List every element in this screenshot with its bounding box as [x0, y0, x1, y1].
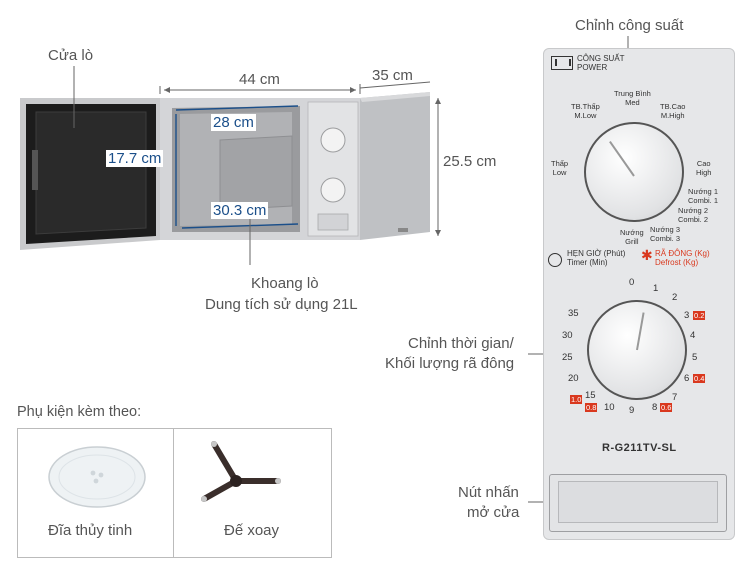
door-button-callout-line2: mở cửa	[467, 504, 520, 521]
timer-num-3: 3	[684, 310, 690, 321]
cavity-dimension-lines	[175, 105, 299, 229]
clock-icon	[548, 253, 562, 267]
defrost-header: RÃ ĐÔNG (Kg)Defrost (Kg)	[655, 249, 710, 267]
timer-callout-line2: Khối lượng rã đông	[385, 355, 515, 372]
timer-knob[interactable]	[587, 300, 687, 400]
microwave-door	[20, 98, 160, 250]
cavity-width-label: 28 cm	[211, 114, 256, 131]
cavity-depth-label: 30.3 cm	[211, 202, 269, 219]
microwave-body	[160, 92, 430, 240]
power-knob[interactable]	[584, 122, 684, 222]
timer-num-30: 30	[562, 330, 573, 341]
cavity-capacity: Dung tích sử dụng 21L	[205, 296, 358, 313]
depth-label: 35 cm	[372, 67, 413, 84]
timer-num-5: 5	[692, 352, 698, 363]
timer-num-20: 20	[568, 373, 579, 384]
timer-num-9: 9	[629, 405, 635, 416]
timer-num-4: 4	[690, 330, 696, 341]
defrost-badge-08: 0.8	[585, 403, 598, 412]
cavity-height-label: 17.7 cm	[106, 150, 164, 167]
timer-num-25: 25	[562, 352, 573, 363]
accessory-card-plate: Đĩa thủy tinh	[17, 428, 175, 558]
snowflake-icon: ✱	[641, 247, 653, 263]
accessories-title: Phụ kiện kèm theo:	[17, 404, 142, 420]
door-open-button[interactable]	[549, 474, 727, 532]
glass-plate-icon	[48, 446, 146, 508]
power-header-vi: CÔNG SUẤT	[577, 54, 625, 63]
timer-num-35: 35	[568, 308, 579, 319]
timer-header: HẸN GIỜ (Phút)Timer (Min)	[567, 249, 626, 267]
power-header-en: POWER	[577, 63, 608, 72]
timer-num-8: 8	[652, 402, 658, 413]
dimension-arrows	[164, 87, 441, 236]
defrost-badge-04: 0.4	[693, 374, 706, 383]
timer-callout-line1: Chỉnh thời gian/	[408, 335, 514, 352]
accessory-plate-label: Đĩa thủy tinh	[48, 522, 133, 539]
timer-num-7: 7	[672, 392, 678, 403]
dimension-lines	[159, 81, 439, 236]
model-name: R-G211TV-SL	[602, 442, 677, 454]
power-icon	[551, 56, 573, 70]
door-button-callout-line1: Nút nhấn	[458, 484, 519, 501]
timer-num-0: 0	[629, 277, 635, 288]
timer-num-10: 10	[604, 402, 615, 413]
defrost-badge-06: 0.6	[660, 403, 673, 412]
timer-num-1: 1	[653, 283, 659, 294]
cavity-title: Khoang lò	[251, 275, 319, 292]
height-label: 25.5 cm	[443, 153, 497, 170]
accessory-roller-label: Đế xoay	[224, 522, 280, 539]
power-knob-callout: Chỉnh công suất	[575, 17, 684, 34]
width-label: 44 cm	[239, 71, 280, 88]
defrost-badge-10: 1.0	[570, 395, 583, 404]
defrost-badge-02: 0.2	[693, 311, 706, 320]
timer-num-15: 15	[585, 390, 596, 401]
door-label: Cửa lò	[48, 47, 94, 64]
accessory-card-roller: Đế xoay	[173, 428, 332, 558]
roller-ring-icon	[201, 441, 281, 502]
timer-num-2: 2	[672, 292, 678, 303]
timer-num-6: 6	[684, 373, 690, 384]
